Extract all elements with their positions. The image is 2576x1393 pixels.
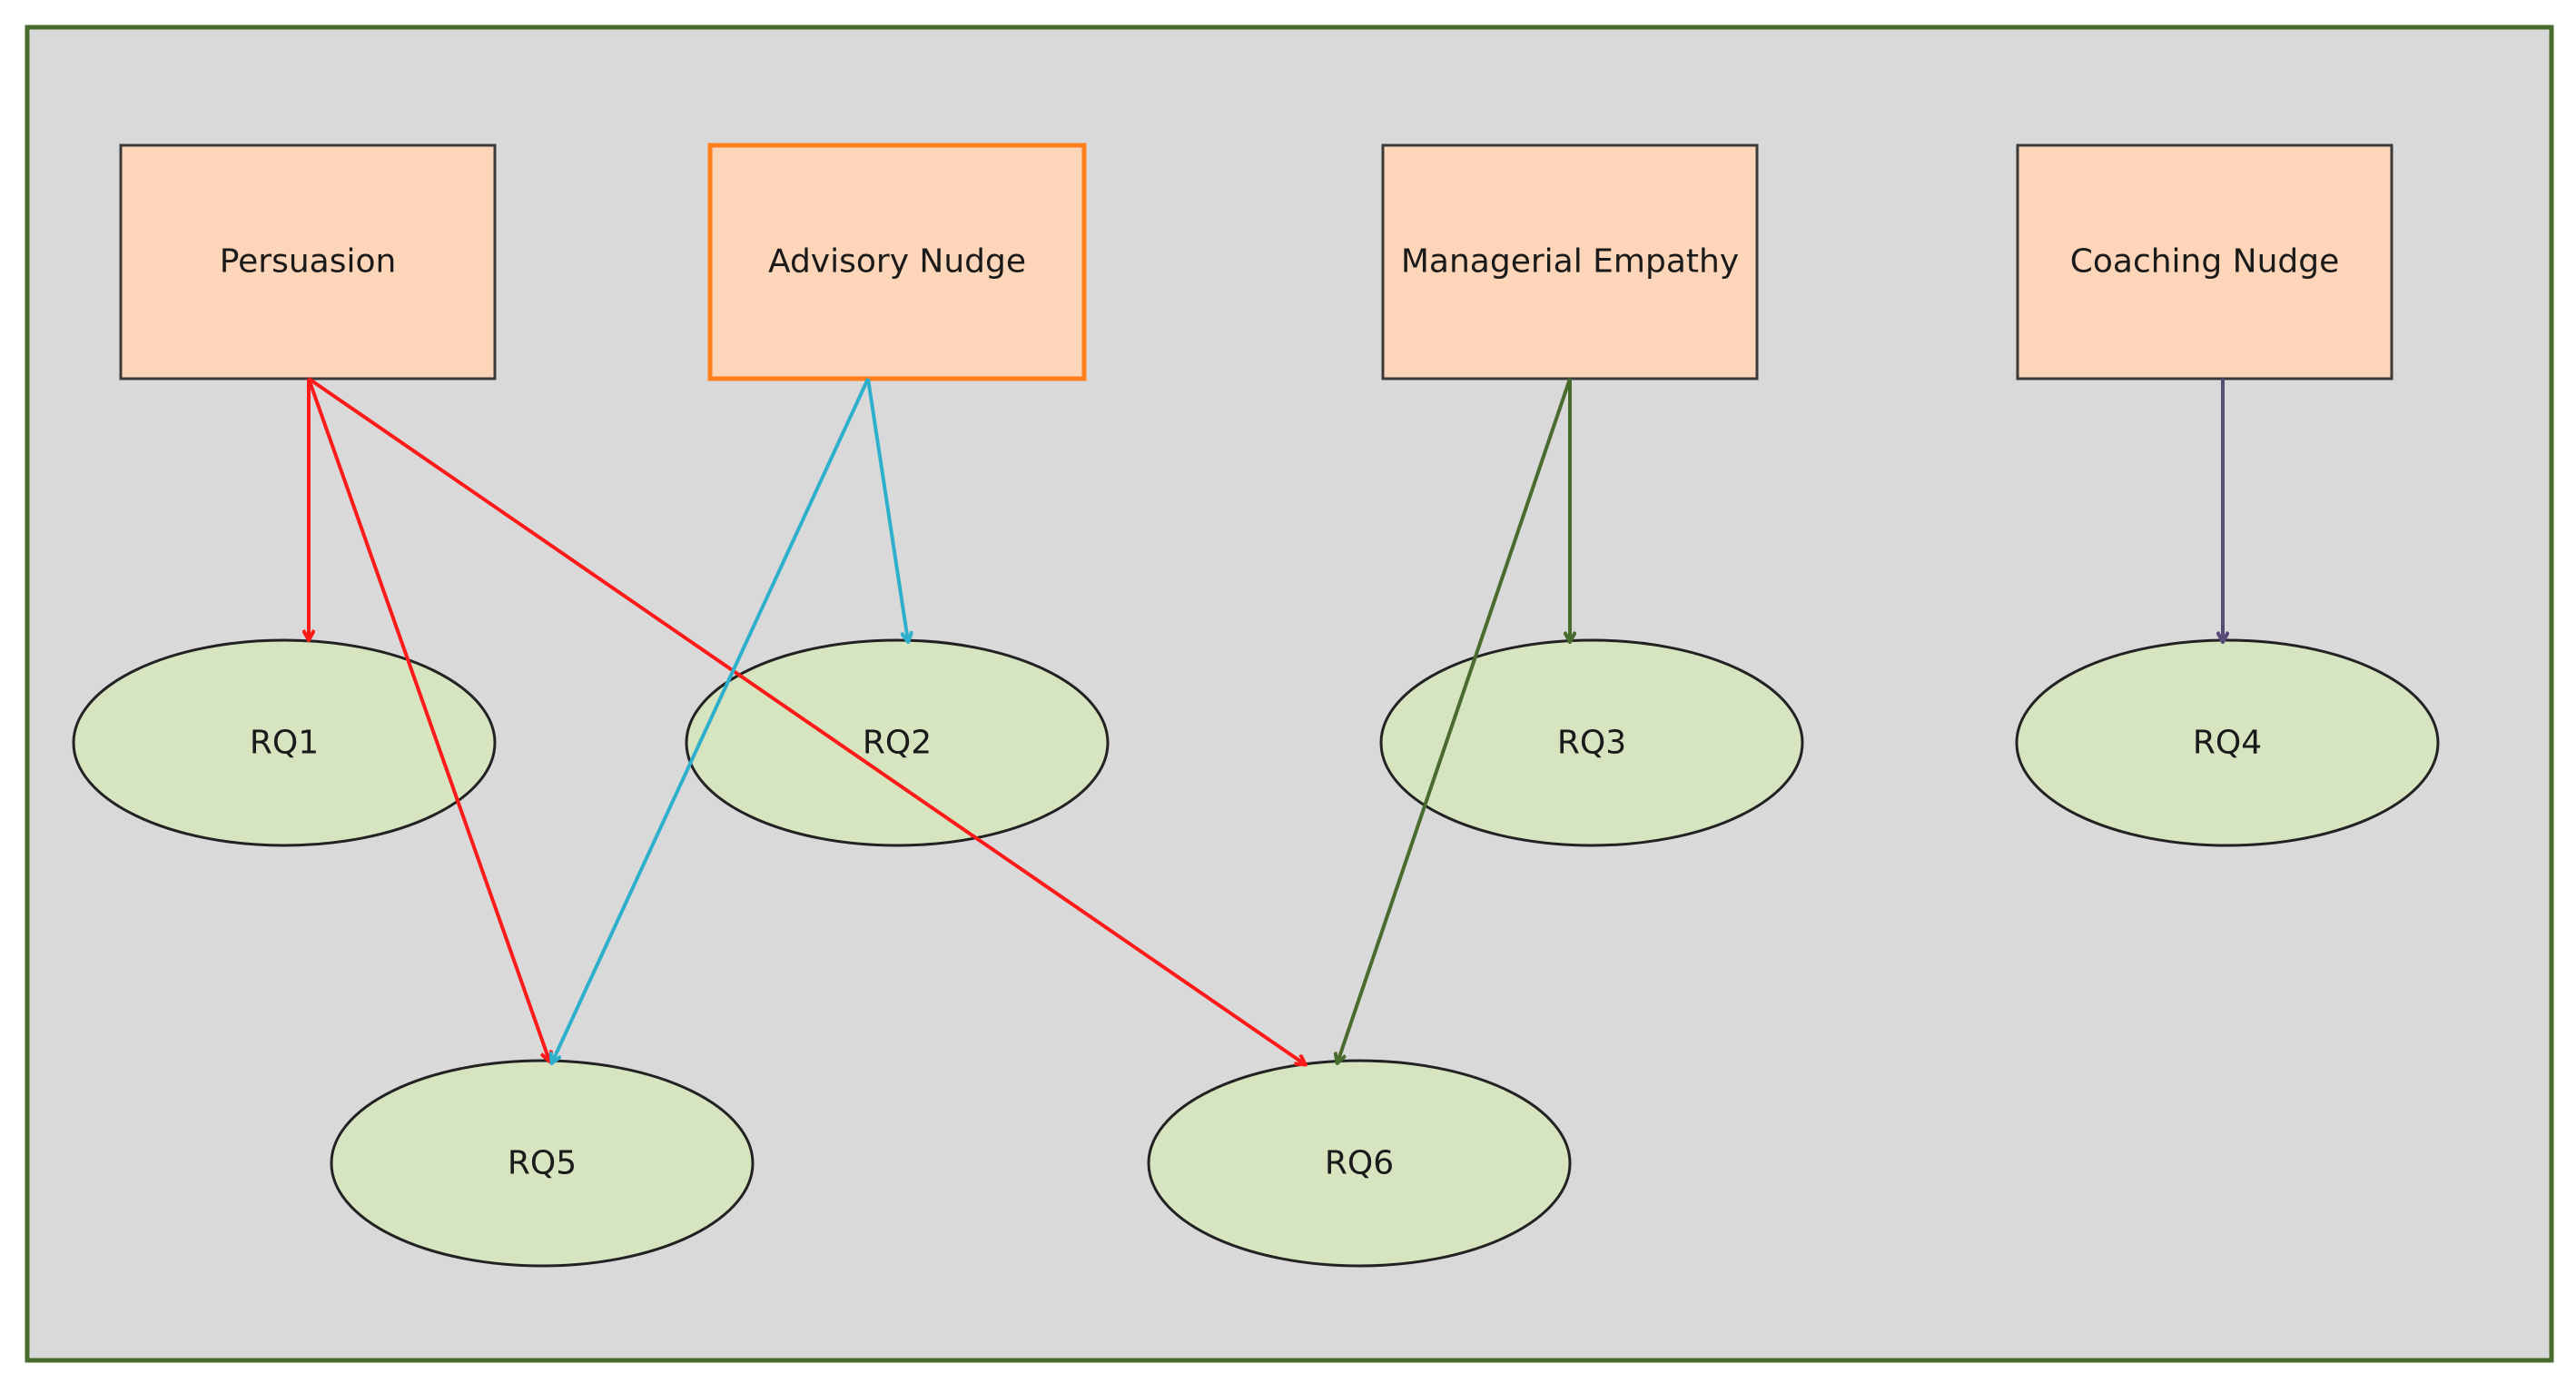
label-rq1: RQ1 [250,725,319,762]
arrow-advisory-nudge-to-rq5 [552,378,870,1062]
label-coaching-nudge: Coaching Nudge [2070,243,2340,281]
box-coaching-nudge [2016,143,2393,380]
label-advisory-nudge: Advisory Nudge [768,243,1026,281]
label-managerial-empathy: Managerial Empathy [1401,243,1739,281]
box-advisory-nudge [707,143,1087,381]
box-persuasion [119,143,497,380]
ellipse-rq1 [72,638,497,847]
ellipse-rq6 [1147,1059,1572,1268]
label-rq6: RQ6 [1325,1145,1394,1182]
label-rq2: RQ2 [863,725,932,762]
label-rq5: RQ5 [508,1145,577,1182]
arrow-managerial-empathy-to-rq6 [1337,378,1572,1062]
box-managerial-empathy [1381,143,1759,380]
label-rq4: RQ4 [2193,725,2262,762]
arrow-persuasion-to-rq6 [307,377,1305,1064]
ellipse-rq2 [685,638,1110,847]
ellipse-rq3 [1379,638,1804,847]
arrow-persuasion-to-rq5 [307,378,549,1061]
label-rq3: RQ3 [1557,725,1626,762]
label-persuasion: Persuasion [220,243,397,281]
arrow-advisory-nudge-to-rq2 [866,378,908,641]
